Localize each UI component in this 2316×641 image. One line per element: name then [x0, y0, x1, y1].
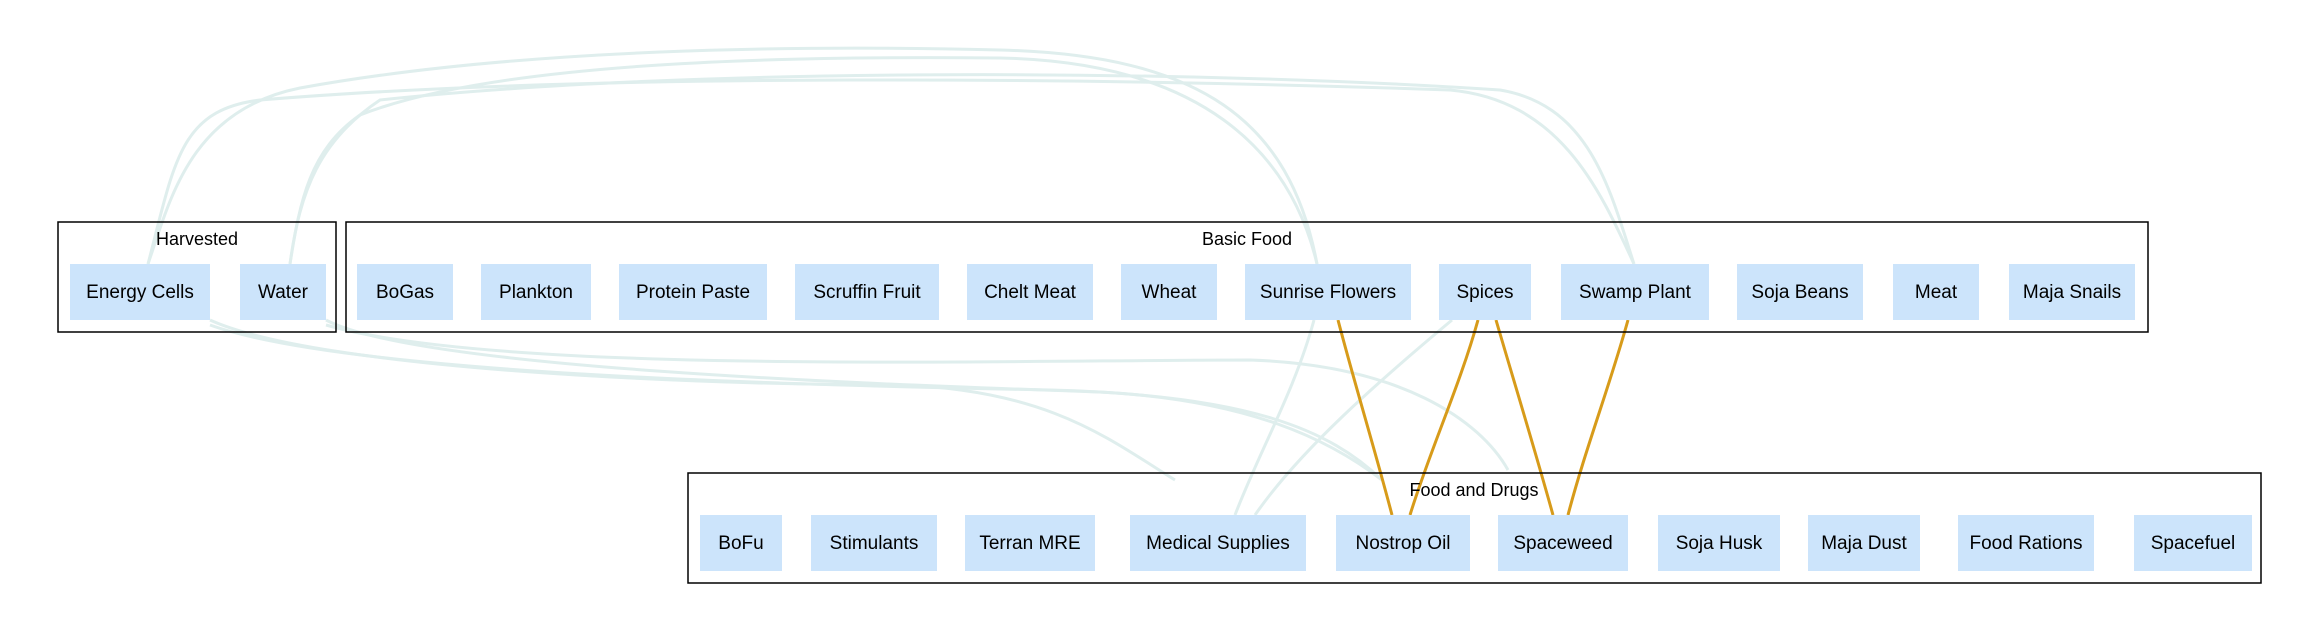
- node-box[interactable]: [357, 264, 453, 320]
- node-label: Maja Dust: [1821, 533, 1907, 554]
- node-box[interactable]: [1893, 264, 1979, 320]
- node-label: Protein Paste: [636, 282, 750, 303]
- node-box[interactable]: [1439, 264, 1531, 320]
- node-box[interactable]: [967, 264, 1093, 320]
- edge-spices-to-medical-supplies: [1253, 318, 1453, 516]
- cluster-food-and-drugs-border: [687, 472, 2262, 584]
- node-label: Plankton: [499, 282, 573, 303]
- node-meat[interactable]: Meat: [1893, 264, 1979, 320]
- node-label: Chelt Meat: [984, 282, 1077, 303]
- edges-layer: [146, 46, 1636, 516]
- node-box[interactable]: [811, 515, 937, 571]
- node-label: Maja Snails: [2023, 282, 2121, 303]
- node-sunrise-flowers[interactable]: Sunrise Flowers: [1245, 264, 1411, 320]
- node-spaceweed[interactable]: Spaceweed: [1498, 515, 1628, 571]
- edge-water-to-sunrise-flowers: [288, 56, 1319, 265]
- cluster-basic-food-border: [345, 221, 2149, 333]
- cluster-harvested-title: Harvested: [156, 229, 238, 249]
- edge-water-to-spaceweed: [325, 323, 1510, 471]
- node-label: Swamp Plant: [1579, 282, 1692, 303]
- node-spices[interactable]: Spices: [1439, 264, 1531, 320]
- node-box[interactable]: [481, 264, 591, 320]
- node-bofu[interactable]: BoFu: [700, 515, 782, 571]
- edge-energy-cells-to-swamp-plant: [146, 78, 1636, 265]
- node-box[interactable]: [70, 264, 210, 320]
- node-label: Soja Husk: [1676, 533, 1763, 554]
- node-label: Energy Cells: [86, 282, 194, 303]
- cluster-basic-food: Basic Food: [345, 221, 2149, 333]
- node-label: Scruffin Fruit: [813, 282, 921, 303]
- node-energy-cells[interactable]: Energy Cells: [70, 264, 210, 320]
- node-soja-husk[interactable]: Soja Husk: [1658, 515, 1780, 571]
- node-label: Food Rations: [1969, 533, 2082, 554]
- node-swamp-plant[interactable]: Swamp Plant: [1561, 264, 1709, 320]
- node-plankton[interactable]: Plankton: [481, 264, 591, 320]
- cluster-food-and-drugs-title: Food and Drugs: [1409, 480, 1538, 500]
- node-box[interactable]: [1808, 515, 1920, 571]
- node-wheat[interactable]: Wheat: [1121, 264, 1217, 320]
- node-label: Stimulants: [830, 533, 919, 554]
- node-box[interactable]: [1561, 264, 1709, 320]
- node-box[interactable]: [1336, 515, 1470, 571]
- node-scruffin-fruit[interactable]: Scruffin Fruit: [795, 264, 939, 320]
- node-soja-beans[interactable]: Soja Beans: [1737, 264, 1863, 320]
- edge-spices-to-nostrop-oil: [1408, 319, 1480, 516]
- edge-water-to-nostrop-oil: [325, 318, 1383, 482]
- node-label: BoGas: [376, 282, 434, 303]
- node-box[interactable]: [1498, 515, 1628, 571]
- node-label: Sunrise Flowers: [1260, 282, 1396, 303]
- edge-swamp-plant-to-spaceweed: [1566, 319, 1630, 516]
- node-chelt-meat[interactable]: Chelt Meat: [967, 264, 1093, 320]
- node-label: Spices: [1456, 282, 1513, 303]
- node-box[interactable]: [240, 264, 326, 320]
- node-box[interactable]: [1245, 264, 1411, 320]
- edge-energy-cells-to-nostrop-oil: [209, 323, 1384, 482]
- node-label: Wheat: [1142, 282, 1198, 303]
- node-box[interactable]: [619, 264, 767, 320]
- node-box[interactable]: [1658, 515, 1780, 571]
- node-box[interactable]: [1121, 264, 1217, 320]
- edge-spices-to-spaceweed: [1494, 319, 1555, 516]
- cluster-food-and-drugs: Food and Drugs: [687, 472, 2262, 584]
- node-label: BoFu: [718, 533, 763, 554]
- node-box[interactable]: [795, 264, 939, 320]
- node-box[interactable]: [965, 515, 1095, 571]
- node-label: Meat: [1915, 282, 1958, 303]
- edge-water-to-swamp-plant: [288, 73, 1636, 265]
- node-box[interactable]: [1737, 264, 1863, 320]
- node-box[interactable]: [2009, 264, 2135, 320]
- node-label: Medical Supplies: [1146, 533, 1290, 554]
- node-box[interactable]: [1958, 515, 2094, 571]
- node-label: Soja Beans: [1751, 282, 1848, 303]
- node-maja-snails[interactable]: Maja Snails: [2009, 264, 2135, 320]
- edge-energy-cells-to-sunrise-flowers: [146, 46, 1319, 265]
- cluster-harvested: Harvested: [57, 221, 337, 333]
- node-label: Spaceweed: [1513, 533, 1612, 554]
- node-food-rations[interactable]: Food Rations: [1958, 515, 2094, 571]
- node-box[interactable]: [1130, 515, 1306, 571]
- node-label: Terran MRE: [979, 533, 1080, 554]
- node-bogas[interactable]: BoGas: [357, 264, 453, 320]
- node-water[interactable]: Water: [240, 264, 326, 320]
- node-nostrop-oil[interactable]: Nostrop Oil: [1336, 515, 1470, 571]
- node-stimulants[interactable]: Stimulants: [811, 515, 937, 571]
- edge-energy-cells-to-medical-supplies: [209, 318, 1176, 482]
- cluster-harvested-border: [57, 221, 337, 333]
- node-box[interactable]: [2134, 515, 2252, 571]
- node-label: Spacefuel: [2151, 533, 2236, 554]
- edge-sunrise-flowers-to-medical-supplies: [1233, 319, 1316, 516]
- node-label: Nostrop Oil: [1355, 533, 1450, 554]
- edge-sunrise-flowers-to-nostrop-oil: [1336, 319, 1394, 516]
- node-maja-dust[interactable]: Maja Dust: [1808, 515, 1920, 571]
- node-box[interactable]: [700, 515, 782, 571]
- node-spacefuel[interactable]: Spacefuel: [2134, 515, 2252, 571]
- node-label: Water: [258, 282, 309, 303]
- node-terran-mre[interactable]: Terran MRE: [965, 515, 1095, 571]
- node-medical-supplies[interactable]: Medical Supplies: [1130, 515, 1306, 571]
- node-protein-paste[interactable]: Protein Paste: [619, 264, 767, 320]
- cluster-basic-food-title: Basic Food: [1202, 229, 1292, 249]
- nodes-layer: Energy Cells Water BoGas Plankton Protein Pa…: [70, 264, 2252, 571]
